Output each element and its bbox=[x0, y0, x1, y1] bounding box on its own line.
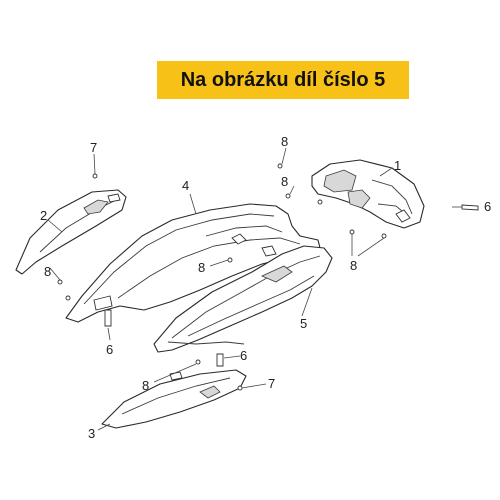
screw-6-right bbox=[452, 204, 479, 211]
callout-8: 8 bbox=[198, 260, 205, 275]
callout-3: 3 bbox=[88, 426, 95, 441]
callout-5: 5 bbox=[300, 316, 307, 331]
part-3-lower-cover bbox=[101, 369, 247, 429]
callout-7: 7 bbox=[268, 376, 275, 391]
callout-8: 8 bbox=[281, 134, 288, 149]
callout-8: 8 bbox=[44, 264, 51, 279]
part-1-taillight bbox=[311, 159, 425, 229]
screw-6-center bbox=[216, 353, 224, 367]
callout-2: 2 bbox=[40, 208, 47, 223]
callout-8: 8 bbox=[350, 258, 357, 273]
part-4-rear-frame bbox=[65, 203, 321, 323]
callout-8: 8 bbox=[142, 378, 149, 393]
callout-8: 8 bbox=[281, 174, 288, 189]
callout-6: 6 bbox=[106, 342, 113, 357]
callout-4: 4 bbox=[182, 178, 189, 193]
fastener-dots bbox=[57, 163, 387, 391]
part-2-left-cover bbox=[15, 189, 127, 275]
callout-7: 7 bbox=[90, 140, 97, 155]
part-5-right-side-panel bbox=[153, 245, 333, 353]
part-number-banner: Na obrázku díl číslo 5 bbox=[157, 61, 409, 99]
callout-1: 1 bbox=[394, 158, 401, 173]
leader-lines bbox=[47, 147, 393, 431]
callout-6: 6 bbox=[240, 348, 247, 363]
screw-6-left bbox=[104, 309, 112, 327]
callout-6: 6 bbox=[484, 199, 491, 214]
banner-text: Na obrázku díl číslo 5 bbox=[180, 68, 386, 91]
